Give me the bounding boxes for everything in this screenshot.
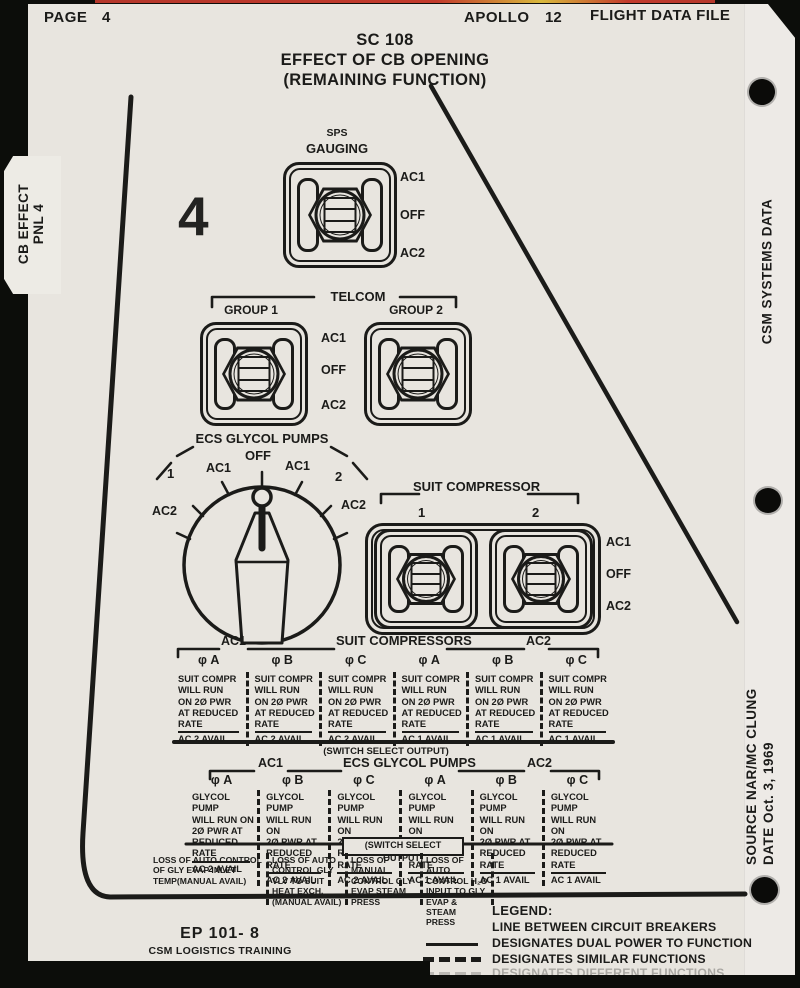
scan-margin-left: [0, 0, 28, 975]
table-cell: SUIT COMPR WILL RUN ON 2Ø PWR AT REDUCED…: [539, 672, 614, 746]
dashed-line-swatch: [423, 957, 481, 962]
dial-position-1: 1: [167, 466, 175, 481]
table1-title: SUIT COMPRESSORS: [336, 633, 472, 648]
tab-label: CB EFFECT PNL 4: [16, 183, 46, 265]
loss-note: LOSS OF MANUAL CONTROL GLY EVAP STEAM PR…: [345, 853, 420, 907]
loss-note: LOSS OF AUTO CONTROL OF GLY EVAP INLET T…: [153, 855, 262, 886]
sps-position-ac2: AC2: [400, 246, 426, 260]
suitc-position-ac1: AC1: [606, 535, 632, 549]
telcom-position-ac1: AC1: [321, 331, 347, 345]
table-cell: SUIT COMPR WILL RUN ON 2Ø PWR AT REDUCED…: [319, 672, 393, 746]
source-date-label: SOURCE NAR/MC CLUNG DATE Oct. 3, 1969: [743, 629, 777, 865]
page-title-line1: SC 108: [356, 31, 414, 49]
legend: LEGEND: LINE BETWEEN CIRCUIT BREAKERS DE…: [420, 901, 792, 981]
panel-number: 4: [178, 185, 209, 247]
table-cell: SUIT COMPR WILL RUN ON 2Ø PWR AT REDUCED…: [392, 672, 467, 746]
source-label: SOURCE NAR/MC CLUNG: [744, 688, 759, 865]
suit-compressor-1-label: 1: [418, 505, 426, 520]
table2-bus-left: AC1: [258, 756, 284, 770]
document-number: EP 101- 8: [180, 925, 260, 942]
telcom-group2-switch-graphic: [364, 322, 472, 426]
telcom-position-off: OFF: [321, 363, 346, 377]
switch-toggle-handle: [410, 562, 442, 596]
telcom-group1-label: GROUP 1: [224, 303, 278, 317]
scan-margin-right: [795, 0, 800, 975]
table-cell: SUIT COMPR WILL RUN ON 2Ø PWR AT REDUCED…: [245, 672, 320, 746]
table-cell: GLYCOL PUMP WILL RUN ON 2Ø PWR AT REDUCE…: [541, 790, 613, 887]
mission-number: 12: [545, 9, 562, 26]
sps-gauging-switch-graphic: [283, 162, 397, 268]
telcom-group1-switch-graphic: [200, 322, 308, 426]
telcom-label: TELCOM: [330, 289, 386, 304]
switch-toggle-handle: [401, 356, 435, 392]
organization-label: CSM LOGISTICS TRAINING: [148, 945, 292, 957]
legend-item-dual-power: DESIGNATES DUAL POWER TO FUNCTION: [492, 936, 753, 950]
suit-compressor-label: SUIT COMPRESSOR: [413, 479, 541, 494]
loss-note: LOSS OF AUTO CONTROL H₂O INPUT TO GLY EV…: [420, 853, 494, 927]
solid-line-swatch: [426, 943, 478, 946]
dial-position-ac2-left: AC2: [152, 504, 178, 518]
punch-hole: [751, 877, 778, 903]
glycol-dial-label: ECS GLYCOL PUMPS: [195, 431, 329, 446]
csm-systems-data-label: CSM SYSTEMS DATA: [759, 198, 775, 345]
page-title-line2: EFFECT OF CB OPENING: [280, 51, 490, 69]
dial-position-ac1-left: AC1: [206, 461, 232, 475]
table1-bus-right: AC2: [526, 634, 552, 648]
table1-bus-left: AC1: [221, 634, 247, 648]
legend-item-similar-functions: DESIGNATES SIMILAR FUNCTIONS: [492, 952, 706, 966]
suitc-position-ac2: AC2: [606, 599, 632, 613]
date-label: DATE Oct. 3, 1969: [761, 741, 776, 865]
table2-title: ECS GLYCOL PUMPS: [343, 755, 476, 770]
legend-intro: LINE BETWEEN CIRCUIT BREAKERS: [492, 920, 717, 934]
dial-position-off: OFF: [245, 448, 271, 463]
page-label: PAGE: [44, 9, 88, 26]
sps-label: SPS: [326, 127, 348, 139]
table1-cells: SUIT COMPR WILL RUN ON 2Ø PWR AT REDUCED…: [172, 672, 613, 746]
suit-compressor-2-switch-graphic: [489, 529, 593, 629]
switch-toggle-handle: [237, 356, 271, 392]
scan-margin-bottom: [0, 975, 800, 988]
table2-bus-right: AC2: [527, 756, 553, 770]
loss-note: LOSS OF AUTO CONTROL GLY VLV TO SUIT HEA…: [266, 853, 345, 907]
suitc-position-off: OFF: [606, 567, 631, 581]
loss-notes-row: LOSS OF AUTO CONTROL OF GLY EVAP INLET T…: [150, 853, 494, 927]
table-cell: SUIT COMPR WILL RUN ON 2Ø PWR AT REDUCED…: [466, 672, 540, 746]
dial-position-2: 2: [335, 469, 343, 484]
table-cell: SUIT COMPR WILL RUN ON 2Ø PWR AT REDUCED…: [178, 674, 239, 745]
switch-toggle-handle: [323, 197, 357, 233]
punch-hole: [755, 488, 781, 513]
divider-tab: [4, 156, 61, 294]
file-title: FLIGHT DATA FILE: [590, 7, 731, 24]
top-red-stripe: [95, 0, 715, 3]
dial-position-ac1-right: AC1: [285, 459, 311, 473]
legend-title: LEGEND:: [492, 903, 553, 918]
mission-name: APOLLO: [464, 9, 530, 26]
telcom-group2-label: GROUP 2: [389, 303, 443, 317]
telcom-position-ac2: AC2: [321, 398, 347, 412]
dial-position-ac2-right: AC2: [341, 498, 367, 512]
sps-position-off: OFF: [400, 208, 425, 222]
suit-compressor-1-switch-graphic: [374, 529, 478, 629]
switch-toggle-handle: [525, 562, 557, 596]
sps-position-ac1: AC1: [400, 170, 426, 184]
sps-gauging-label: GAUGING: [305, 141, 369, 156]
page-title-line3: (REMAINING FUNCTION): [283, 71, 487, 89]
faded-dashed-line-swatch: [423, 972, 481, 977]
page-number: 4: [102, 9, 111, 26]
suit-compressor-2-label: 2: [532, 505, 540, 520]
